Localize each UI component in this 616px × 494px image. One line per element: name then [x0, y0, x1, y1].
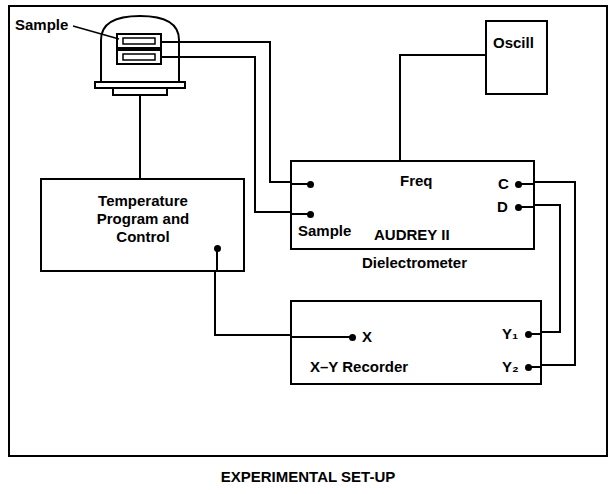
wire	[185, 42, 290, 182]
terminal-dot	[525, 364, 532, 371]
sample-lead	[161, 56, 185, 58]
xy-recorder-box: X Y₁ Y₂ X–Y Recorder	[290, 300, 542, 385]
instrument-name: X–Y Recorder	[310, 358, 408, 376]
leader-line	[73, 26, 119, 39]
input-label: Sample	[298, 222, 351, 240]
input-label: X	[362, 328, 372, 346]
input-label: Freq	[400, 172, 433, 190]
sample-electrode	[117, 50, 161, 64]
output-label: D	[497, 198, 508, 216]
wire	[400, 55, 485, 160]
terminal-dot	[515, 204, 522, 211]
terminal-dot	[307, 181, 314, 188]
dielectrometer-box: FreqSampleCDAUDREY IIDielectrometer	[290, 160, 535, 250]
output-label: C	[498, 175, 509, 193]
sample-film	[123, 54, 155, 60]
bell-jar: Sample	[95, 12, 185, 96]
wire	[139, 96, 141, 178]
base-stand	[113, 88, 167, 95]
sample-electrode	[117, 34, 161, 48]
frame-border	[9, 6, 607, 456]
wire	[215, 272, 290, 335]
input-label: Y₂	[502, 358, 519, 376]
bell-jar-drawing	[95, 12, 185, 96]
terminal-dot	[349, 334, 356, 341]
instrument-type: Dielectrometer	[362, 254, 467, 272]
box-label: Temperature Program and Control	[87, 192, 199, 246]
input-label: Y₁	[502, 325, 518, 343]
terminal-dot	[525, 331, 532, 338]
terminal-dot	[307, 211, 314, 218]
terminal-dot	[214, 245, 221, 252]
temperature-control-box: Temperature Program and Control	[40, 178, 245, 272]
oscillator-box: Oscill	[485, 20, 548, 95]
sample-label: Sample	[15, 16, 68, 34]
sample-lead	[161, 41, 185, 43]
bell-jar-dome	[101, 16, 179, 82]
figure-caption: EXPERIMENTAL SET-UP	[0, 468, 616, 485]
sample-film	[123, 38, 155, 44]
instrument-name: AUDREY II	[374, 226, 450, 244]
box-label: Oscill	[493, 34, 534, 52]
terminal-dot	[515, 181, 522, 188]
terminal-lead	[292, 336, 352, 338]
